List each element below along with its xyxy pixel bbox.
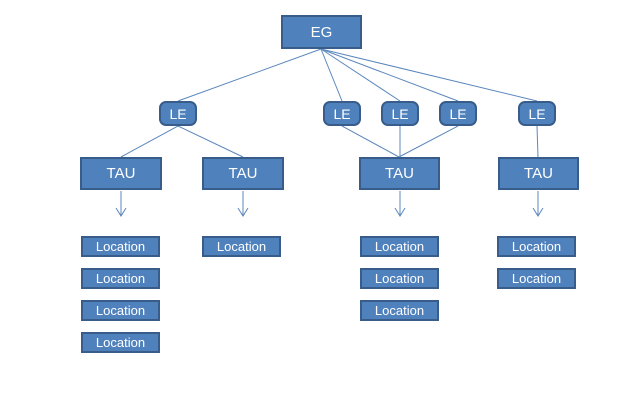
node-tau-2: TAU bbox=[202, 157, 284, 190]
arrow-tau4-down bbox=[532, 191, 544, 217]
node-le-3: LE bbox=[381, 101, 419, 126]
edge-le5-tau4 bbox=[536, 125, 539, 158]
node-eg: EG bbox=[281, 15, 362, 49]
node-tau-1: TAU bbox=[80, 157, 162, 190]
edge-le2-tau3 bbox=[341, 125, 400, 158]
arrow-tau1-down bbox=[115, 191, 127, 217]
edge-eg-le-1 bbox=[177, 48, 322, 102]
edge-le4-tau3 bbox=[398, 125, 459, 158]
edge-eg-le-4 bbox=[320, 48, 459, 102]
node-location-3-1: Location bbox=[360, 236, 439, 257]
edge-le1-tau2 bbox=[177, 125, 244, 158]
node-location-3-3: Location bbox=[360, 300, 439, 321]
node-le-2: LE bbox=[323, 101, 361, 126]
node-location-1-2: Location bbox=[81, 268, 160, 289]
node-location-3-2: Location bbox=[360, 268, 439, 289]
edge-eg-le-3 bbox=[320, 48, 401, 102]
node-le-5: LE bbox=[518, 101, 556, 126]
node-le-4: LE bbox=[439, 101, 477, 126]
node-le-1: LE bbox=[159, 101, 197, 126]
node-location-1-3: Location bbox=[81, 300, 160, 321]
node-location-4-1: Location bbox=[497, 236, 576, 257]
node-location-1-1: Location bbox=[81, 236, 160, 257]
node-location-4-2: Location bbox=[497, 268, 576, 289]
edge-eg-le-5 bbox=[320, 48, 538, 102]
arrow-tau2-down bbox=[237, 191, 249, 217]
edge-le1-tau1 bbox=[120, 125, 179, 158]
arrow-tau3-down bbox=[394, 191, 406, 217]
node-tau-3: TAU bbox=[359, 157, 440, 190]
node-location-1-4: Location bbox=[81, 332, 160, 353]
node-tau-4: TAU bbox=[498, 157, 579, 190]
edge-eg-le-2 bbox=[320, 48, 343, 102]
node-location-2-1: Location bbox=[202, 236, 281, 257]
